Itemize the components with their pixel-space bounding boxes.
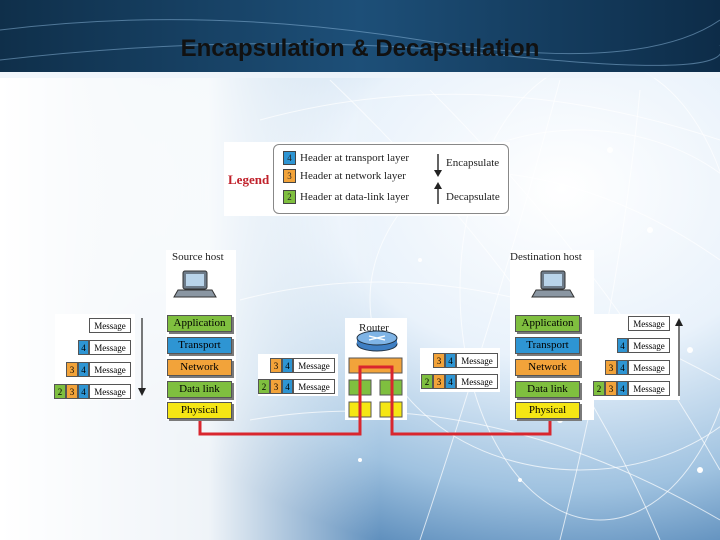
pdu-message: Message (456, 353, 498, 368)
pdu-message: Message (628, 360, 670, 375)
pdu-header-transport: 4 (282, 379, 293, 394)
arrow-head-icon (138, 388, 146, 396)
legend-swatch: 2 (283, 190, 296, 205)
pdu-message: Message (456, 374, 498, 389)
legend-swatch: 4 (283, 151, 296, 166)
legend-item-label: Header at transport layer (300, 152, 410, 164)
pdu-message: Message (293, 379, 335, 394)
pdu-header-datalink: 2 (258, 379, 270, 394)
pdu-message: Message (89, 340, 131, 355)
pdu-message: Message (89, 318, 131, 333)
pdu-header-transport: 4 (78, 340, 89, 355)
source-layer-transport: Transport (167, 337, 232, 354)
pdu-header-network: 3 (270, 358, 282, 373)
destination-host-label: Destination host (510, 251, 582, 263)
arrow-head-icon (434, 170, 442, 177)
source-layer-datalink: Data link (167, 381, 232, 398)
source-layer-network: Network (167, 359, 232, 376)
legend-item-transport: 4 Header at transport layer (283, 151, 410, 166)
packet-path (198, 365, 552, 436)
dest-layer-physical: Physical (515, 402, 580, 419)
arrow-head-icon (434, 182, 442, 189)
pdu-header-datalink: 2 (54, 384, 66, 399)
pdu-header-network: 3 (605, 360, 617, 375)
legend-item-datalink: 2 Header at data-link layer (283, 190, 410, 205)
pdu-message: Message (293, 358, 335, 373)
pdu-header-transport: 4 (617, 360, 628, 375)
legend-box (273, 144, 509, 214)
source-host-label: Source host (172, 251, 224, 263)
pdu-header-datalink: 2 (593, 381, 605, 396)
pdu-header-network: 3 (270, 379, 282, 394)
legend-swatch: 3 (283, 169, 296, 184)
legend-item-label: Header at data-link layer (300, 191, 410, 203)
dest-layer-application: Application (515, 315, 580, 332)
source-layer-physical: Physical (167, 402, 232, 419)
pdu-header-datalink: 2 (421, 374, 433, 389)
router-icon (356, 330, 398, 352)
pdu-message: Message (628, 338, 670, 353)
pdu-header-transport: 4 (282, 358, 293, 373)
pdu-header-network: 3 (433, 353, 445, 368)
dest-layer-network: Network (515, 359, 580, 376)
dest-layer-transport: Transport (515, 337, 580, 354)
arrow-head-icon (675, 318, 683, 326)
source-layer-application: Application (167, 315, 232, 332)
pdu-header-transport: 4 (78, 362, 89, 377)
legend-title: Legend (228, 172, 270, 187)
pdu-header-transport: 4 (617, 338, 628, 353)
pdu-header-network: 3 (66, 362, 78, 377)
pdu-header-transport: 4 (78, 384, 89, 399)
pdu-header-transport: 4 (617, 381, 628, 396)
pdu-message: Message (89, 384, 131, 399)
pdu-header-transport: 4 (445, 353, 456, 368)
laptop-icon (173, 270, 217, 298)
pdu-header-network: 3 (433, 374, 445, 389)
pdu-header-transport: 4 (445, 374, 456, 389)
slide-title: Encapsulation & Decapsulation (180, 35, 540, 62)
laptop-icon (531, 270, 575, 298)
dest-layer-datalink: Data link (515, 381, 580, 398)
legend-item-network: 3 Header at network layer (283, 169, 406, 184)
pdu-message: Message (628, 316, 670, 331)
pdu-header-network: 3 (605, 381, 617, 396)
legend-item-label: Header at network layer (300, 170, 406, 182)
pdu-message: Message (89, 362, 131, 377)
pdu-header-network: 3 (66, 384, 78, 399)
legend-decapsulate-label: Decapsulate (446, 191, 500, 203)
pdu-message: Message (628, 381, 670, 396)
legend-encapsulate-label: Encapsulate (446, 157, 500, 169)
